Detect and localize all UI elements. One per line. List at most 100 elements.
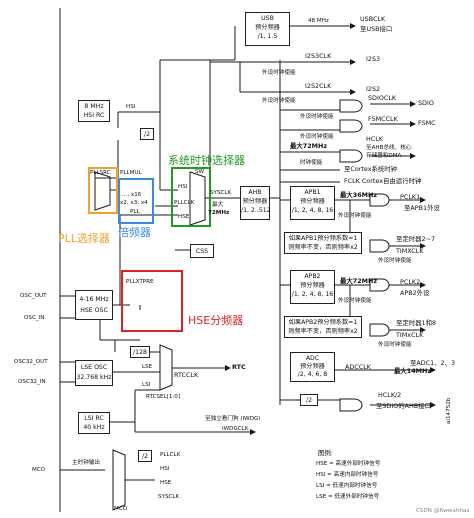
sdio-clk: SDIOCLK xyxy=(368,94,397,102)
mco-div2-box: /2 xyxy=(138,450,152,462)
apb1-enable: 外设时钟使能 xyxy=(338,213,372,219)
rtc-div128-box: /128 xyxy=(130,346,150,358)
apb2-timclk: TIMxCLK xyxy=(396,331,424,339)
adc-dest: 至ADC1、2、3 xyxy=(410,359,456,367)
fsmc-dest: FSMC xyxy=(418,119,436,127)
adc-line2: /2, 4, 6, 8 xyxy=(297,371,328,378)
apb1-prescaler-box: APB1 预分频器 /1, 2, 4, 8, 16 xyxy=(290,186,335,220)
sdio-enable: 外设时钟使能 xyxy=(300,114,334,120)
osc-out-label: OSC_OUT xyxy=(20,293,47,299)
i2s2-clk: I2S2CLK xyxy=(305,82,332,90)
sdio-dest: SDIO xyxy=(418,99,434,107)
usb-line1: 预分频器 xyxy=(255,24,280,31)
hclk-max: 最大72MHz xyxy=(290,142,328,150)
mco-label: MCO xyxy=(32,467,46,473)
hclk-label: HCLK xyxy=(366,135,384,143)
mco-div2: /2 xyxy=(141,453,149,460)
apb2-title: APB2 xyxy=(304,273,321,280)
pllsrc-label: PLLSRC xyxy=(90,170,111,176)
hse-osc-box: 4-16 MHz HSE OSC xyxy=(75,290,113,320)
sysclk-max: 最大 xyxy=(212,202,224,208)
osc32-in-label: OSC32_IN xyxy=(18,379,46,385)
pllmul-vals: ..., x16 xyxy=(122,192,142,198)
sdio-ahb-div: /2 xyxy=(305,397,313,404)
pclk1-label: PCLK1 xyxy=(400,193,421,201)
apb1-line2: /1, 2, 4, 8, 16 xyxy=(291,207,334,214)
rtc-clk: RTCCLK xyxy=(174,371,199,379)
apb1-x2-box: 如果APB1预分频系数=1 则频率不变，否则频率x2 xyxy=(284,232,362,254)
mco-hsi: HSI xyxy=(160,466,170,472)
adc-max: 最大14MHz xyxy=(394,367,432,375)
annotation-hse-div: HSE分频器 xyxy=(188,314,244,327)
hsi-div2-box: /2 xyxy=(140,128,154,140)
annotation-sysclk-mux: 系统时钟选择器 xyxy=(168,154,245,167)
lsi-rc-box: LSI RC 40 kHz xyxy=(78,412,110,434)
ahb-line2: /1, 2..512 xyxy=(241,207,271,214)
sw-highlight xyxy=(171,167,211,227)
apb2-enable: 外设时钟使能 xyxy=(338,298,372,304)
apb2-line2: /1, 2, 4, 8, 16 xyxy=(291,291,334,298)
apb1-line1: 预分频器 xyxy=(300,198,325,205)
pllmul-highlight xyxy=(118,178,154,224)
apb2-max: 最大72MHz xyxy=(340,277,378,285)
rtc-lsi: LSI xyxy=(142,382,151,388)
legend-hse: HSE = 高速外部时钟信号 xyxy=(316,461,381,467)
hsi-freq: 8 MHz xyxy=(84,103,104,110)
apb2-x2-box: 如果APB2预分频系数=1 则频率不变，否则频率x2 xyxy=(284,316,362,338)
i2s3-clk: I2S3CLK xyxy=(305,52,332,60)
css-box: CSS xyxy=(190,244,214,258)
lse-osc-name: LSE OSC xyxy=(80,364,108,371)
legend-hsi: HSI = 高速内部时钟信号 xyxy=(316,472,379,478)
mco-sysclk: SYSCLK xyxy=(158,494,180,500)
legend-title: 图例: xyxy=(318,449,333,457)
fsmc-enable: 外设时钟使能 xyxy=(300,134,334,140)
rtc-sel: RTCSEL[1:0] xyxy=(146,394,181,400)
sw-hse: HSE xyxy=(178,214,190,220)
hsi-div2: /2 xyxy=(143,131,151,138)
apb1-dest: 至APB1外设 xyxy=(404,204,440,212)
mco-pllclk: PLLCLK xyxy=(160,452,181,458)
annotation-pllmul: 倍频器 xyxy=(118,226,151,239)
apb1-cond2: 则频率不变，否则频率x2 xyxy=(288,244,358,251)
apb2-prescaler-box: APB2 预分频器 /1, 2, 4, 8, 16 xyxy=(290,270,335,304)
iwdg-dest: 至独立看门狗 (IWDG) xyxy=(205,416,261,422)
sw-label: SW xyxy=(195,169,205,175)
i2s3-enable: 外设时钟使能 xyxy=(262,70,296,76)
lse-osc-box: LSE OSC 32.768 kHz xyxy=(75,360,113,386)
usb-title: USB xyxy=(261,15,274,22)
usb-freq: 48 MHz xyxy=(308,18,329,24)
iwdg-clk: IWDGCLK xyxy=(222,426,249,432)
rtc-div128: /128 xyxy=(133,349,147,356)
watermark: CSDN @Rwwahhaa xyxy=(416,508,470,514)
legend-lsi: LSI = 低速内部时钟信号 xyxy=(316,483,378,489)
adc-title: ADC xyxy=(305,355,320,362)
hsi-label: HSI xyxy=(126,104,136,110)
mco-title: 主时钟输出 xyxy=(72,460,100,466)
apb1-tim: 至定时器2~7 xyxy=(396,235,436,243)
apb1-title: APB1 xyxy=(304,189,321,196)
apb2-cond2: 则频率不变，否则频率x2 xyxy=(288,328,358,335)
pclk2-label: PCLK2 xyxy=(400,278,421,286)
i2s2-dest: I2S2 xyxy=(366,85,381,93)
apb1-timclk: TIMXCLK xyxy=(396,247,424,255)
usb-dest: 至USB接口 xyxy=(360,25,393,33)
hclk-enable: 时钟使能 xyxy=(300,160,323,166)
fsmc-clk: FSMCCLK xyxy=(368,115,398,123)
cortex-text: 至Cortex系统时钟 xyxy=(344,165,398,173)
pllmul-vals2: x2, x3, x4 xyxy=(120,200,148,206)
osc-in-label: OSC_IN xyxy=(24,315,45,321)
figure-id: ai14752b xyxy=(446,397,452,424)
lse-osc-freq: 32.768 kHz xyxy=(76,374,112,381)
i2s3-dest: I2S3 xyxy=(366,55,381,63)
sysclk-max-val: 72MHz xyxy=(208,210,230,216)
hclk-line1: 至AHB总线、核心 xyxy=(366,145,412,151)
apb2-tim: 至定时器1和8 xyxy=(396,319,437,327)
sdio-ahb-label: HCLK/2 xyxy=(378,391,402,399)
hse-osc-name: HSE OSC xyxy=(80,307,108,314)
usb-clk: USBCLK xyxy=(360,15,386,23)
ahb-line1: 预分频器 xyxy=(242,198,268,205)
hse-osc-freq: 4-16 MHz xyxy=(79,296,109,303)
annotation-pllsrc: PLL选择器 xyxy=(58,232,110,245)
